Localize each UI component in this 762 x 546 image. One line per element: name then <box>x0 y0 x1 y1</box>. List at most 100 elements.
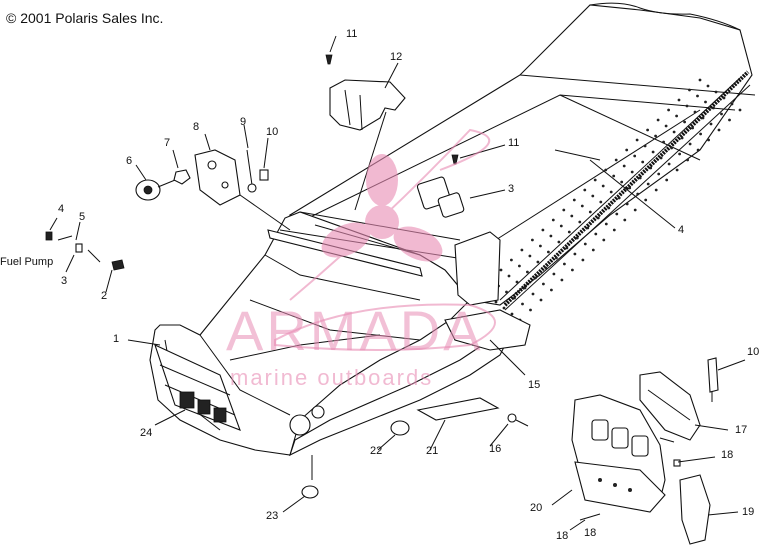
callout-3: 3 <box>61 275 68 287</box>
rivet-dot <box>667 108 670 112</box>
rivet-dot <box>707 138 710 142</box>
callout-12: 12 <box>390 51 403 63</box>
rivet-dot <box>701 116 705 120</box>
rivet-dot <box>596 216 600 220</box>
rivet-dot <box>691 126 694 130</box>
callout-7: 7 <box>164 137 171 149</box>
rivet-dot <box>675 114 678 118</box>
rivet-dot <box>728 118 731 122</box>
rivet-dot <box>586 226 590 230</box>
rivet-dot <box>563 262 566 266</box>
rivet-dot <box>583 188 587 192</box>
rivet-dot <box>654 188 658 192</box>
rivet-dot <box>712 106 715 110</box>
rivet-dot <box>604 222 608 226</box>
callout-9: 9 <box>240 116 247 128</box>
rivet-dot <box>591 248 595 252</box>
callout-22: 22 <box>370 445 383 457</box>
callout-15: 15 <box>528 379 541 391</box>
rivet-dot <box>581 258 585 262</box>
rivet-dot <box>591 194 595 198</box>
rivet-dot <box>722 96 726 100</box>
callout-1: 1 <box>113 333 120 345</box>
rivet-dot <box>521 302 524 306</box>
rivet-dot <box>551 218 555 222</box>
rivet-dot <box>657 172 661 176</box>
rivet-dot <box>704 100 707 104</box>
rivet-dot <box>588 210 592 214</box>
rivet-dot <box>696 94 699 98</box>
rivet-dot <box>547 250 550 254</box>
rivet-dot <box>646 182 650 186</box>
rivet-dot <box>699 132 702 136</box>
rivet-dot <box>602 238 606 242</box>
rivet-dot <box>518 264 521 268</box>
part-11-screw <box>325 54 333 65</box>
callout-21: 21 <box>426 445 439 457</box>
rivet-dot <box>688 88 691 92</box>
rivet-dot <box>698 78 702 82</box>
rivet-pattern <box>478 78 742 322</box>
rivet-dot <box>667 162 671 166</box>
callout-18-right: 18 <box>721 449 734 461</box>
copyright-notice: © 2001 Polaris Sales Inc. <box>6 10 164 26</box>
rivet-dot <box>570 214 574 218</box>
rivet-dot <box>526 270 529 274</box>
rivet-dot <box>609 190 613 194</box>
part-19-strip <box>679 474 711 545</box>
watermark-logo <box>274 128 496 351</box>
callout-5: 5 <box>79 211 86 223</box>
rivet-dot <box>665 178 669 182</box>
rivet-dot <box>644 198 648 202</box>
rivet-dot <box>562 208 566 212</box>
rivet-dot <box>623 218 627 222</box>
rivet-dot <box>555 256 558 260</box>
rivet-dot <box>604 168 608 172</box>
rivet-dot <box>633 154 637 158</box>
part-18-bolt <box>507 413 529 427</box>
part-18-fasteners <box>579 437 681 521</box>
rivet-dot <box>635 138 639 142</box>
rivet-dot <box>507 274 511 278</box>
watermark-tagline: marine outboards <box>230 365 434 390</box>
rivet-dot <box>523 286 527 290</box>
part-17-bracket <box>639 371 701 441</box>
rivet-dot <box>520 248 524 252</box>
rivet-dot <box>633 208 637 212</box>
callout-10: 10 <box>266 126 279 138</box>
rivet-dot <box>688 142 692 146</box>
rivet-dot <box>539 298 543 302</box>
rivet-dot <box>686 158 689 162</box>
rivet-dot <box>531 292 535 296</box>
rivet-dot <box>659 156 663 160</box>
rivet-dot <box>706 84 710 88</box>
rivet-dot <box>654 134 657 138</box>
part-10-pin <box>259 169 269 181</box>
part-23-nut <box>301 455 319 499</box>
rivet-dot <box>720 112 723 116</box>
part-7-nut <box>173 169 191 185</box>
rivet-dot <box>614 158 618 162</box>
part-9-bolt <box>246 149 257 193</box>
callout-24: 24 <box>140 427 153 439</box>
rivet-dot <box>662 140 665 144</box>
callout-17: 17 <box>735 424 748 436</box>
rivet-dot <box>542 282 545 286</box>
rivet-dot <box>675 168 679 172</box>
rivet-dot <box>625 148 629 152</box>
rivet-dot <box>693 110 697 114</box>
rivet-dot <box>536 260 540 264</box>
rivet-dot <box>651 150 655 154</box>
part-6-grommet <box>135 177 181 201</box>
rivet-dot <box>612 228 616 232</box>
rivet-dot <box>593 178 597 182</box>
rivet-dot <box>612 174 616 178</box>
rivet-dot <box>638 176 642 180</box>
rivet-dot <box>549 234 553 238</box>
callout-6: 6 <box>126 155 133 167</box>
callout-19: 19 <box>742 506 755 518</box>
rivet-dot <box>730 102 734 106</box>
watermark-brand: ARMADA <box>226 299 484 362</box>
callout-8: 8 <box>193 121 200 133</box>
